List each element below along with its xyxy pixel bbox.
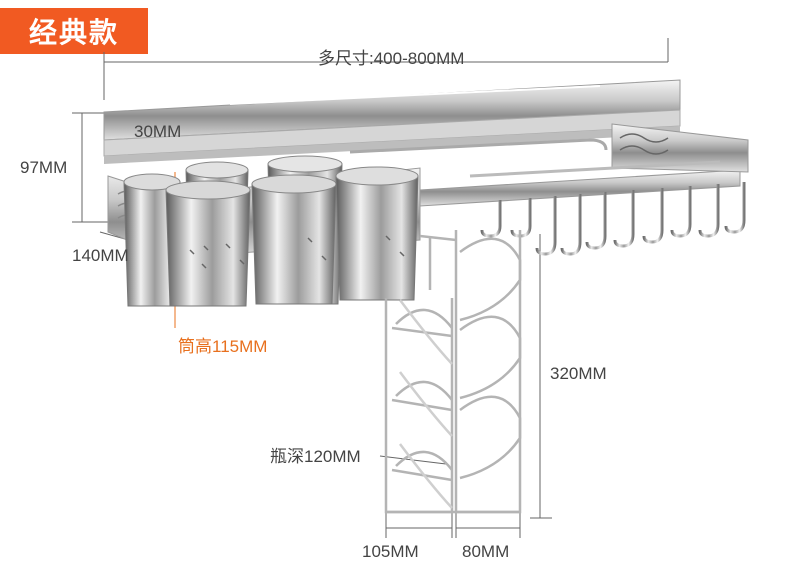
- shelf-rail: [349, 123, 749, 207]
- cup-1: [123, 173, 181, 307]
- utensil-cups: [123, 155, 419, 307]
- bottom-depth-dimension-label: 80MM: [462, 542, 510, 561]
- cup-height-dimension-label: 筒高115MM: [178, 337, 268, 356]
- bottle-depth-dimension-label: 瓶深120MM: [270, 447, 361, 466]
- width-dimension-label: 多尺寸:400-800MM: [318, 49, 465, 68]
- bottle-rack: [384, 230, 522, 514]
- hook-row: [480, 182, 746, 256]
- cup-6: [335, 166, 419, 301]
- top-depth-dimension-label: 30MM: [134, 122, 182, 141]
- height-dimension-label: 97MM: [20, 158, 68, 177]
- bottom-width-dimension-label: 105MM: [362, 542, 419, 561]
- product-style-badge: 经典款: [0, 8, 148, 54]
- rack-height-dimension-label: 320MM: [550, 364, 607, 383]
- cup-3: [165, 180, 251, 307]
- back-panel: [103, 79, 681, 164]
- cup-5: [251, 174, 337, 305]
- depth-dimension-label: 140MM: [72, 246, 129, 265]
